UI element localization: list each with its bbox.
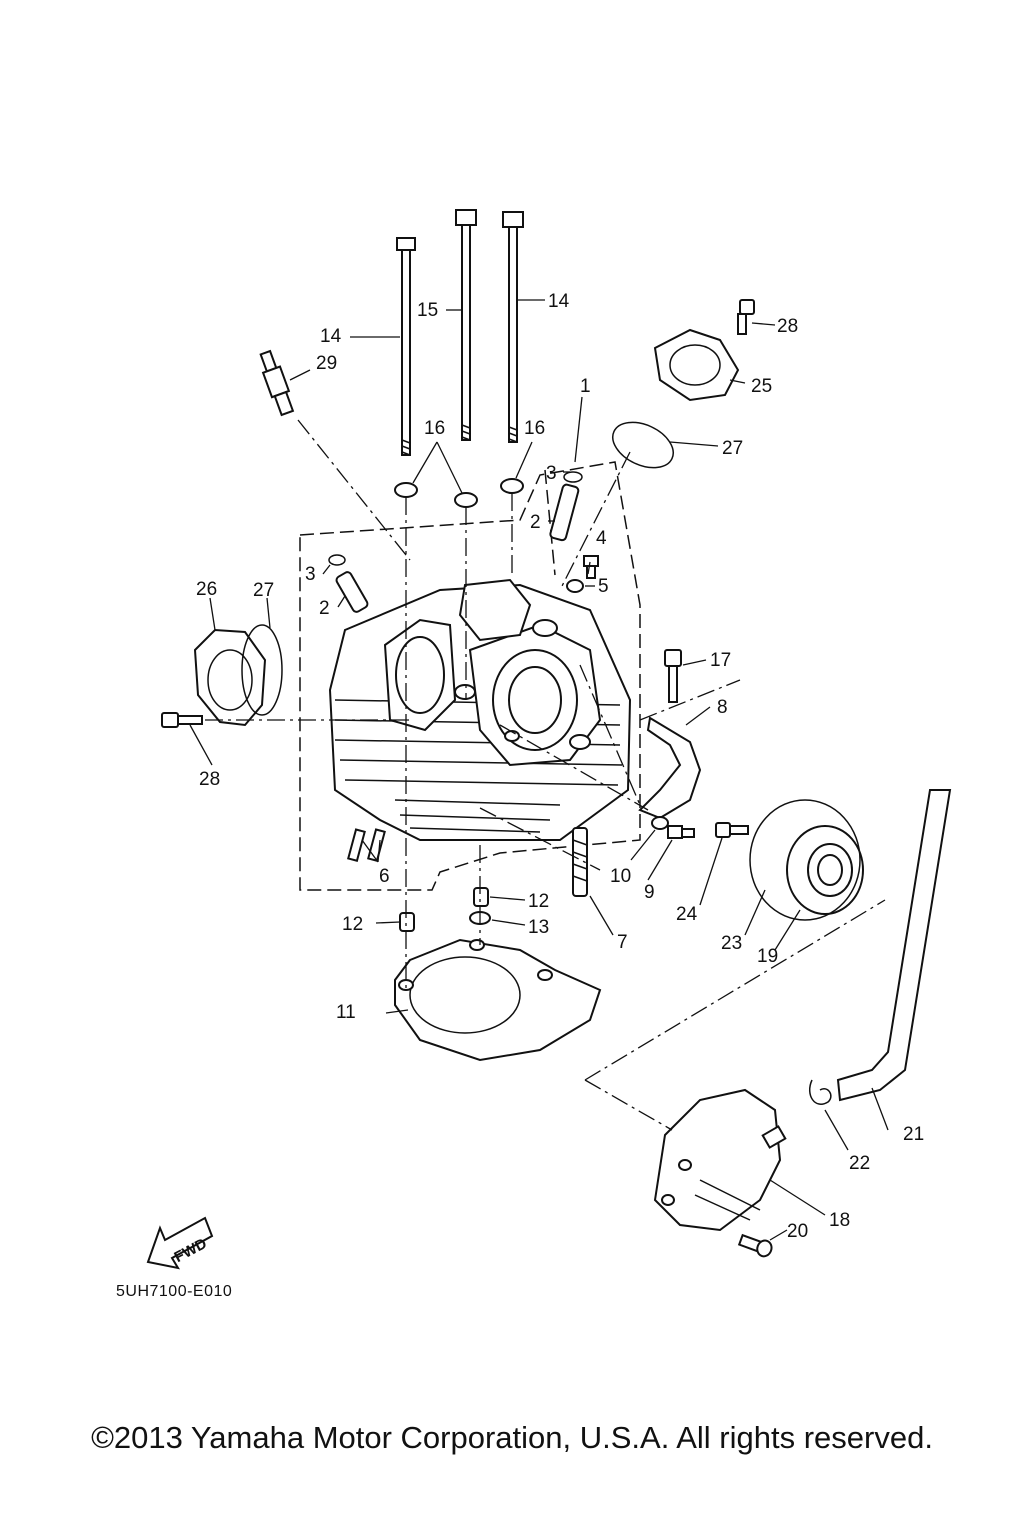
leader-lines [189, 299, 889, 1241]
head-bolt-14-right [502, 211, 524, 443]
callout-4: 4 [596, 528, 607, 549]
callout-28-upper: 28 [777, 316, 798, 337]
callout-11: 11 [336, 1002, 356, 1023]
stud-bolts-6 [347, 828, 386, 863]
callout-17: 17 [710, 650, 731, 671]
alignment-lines [205, 419, 886, 1131]
assembly-boundary [299, 461, 641, 891]
callout-numbers: 1 2 2 3 3 4 5 6 7 8 9 10 11 12 12 13 14 … [196, 291, 924, 1242]
fwd-arrow-icon: FWD [146, 1216, 214, 1270]
bolt-9 [667, 825, 695, 839]
callout-13: 13 [528, 917, 549, 938]
callout-16-right: 16 [524, 418, 545, 439]
callout-3-upper: 3 [546, 463, 557, 484]
callout-29: 29 [316, 353, 337, 374]
copyright-notice: ©2013 Yamaha Motor Corporation, U.S.A. A… [91, 1420, 933, 1455]
callout-22: 22 [849, 1153, 870, 1174]
callout-7: 7 [617, 932, 628, 953]
callout-23: 23 [721, 933, 742, 954]
dowel-pin-12-right [473, 887, 489, 907]
callout-8: 8 [717, 697, 728, 718]
bolt-20 [737, 1233, 773, 1258]
callout-20: 20 [787, 1221, 808, 1242]
callout-27-upper: 27 [722, 438, 743, 459]
spark-plug-29 [259, 349, 295, 417]
washer-5 [566, 579, 584, 593]
callout-28-lower: 28 [199, 769, 220, 790]
callout-24: 24 [676, 904, 698, 925]
breather-pipe-21 [836, 789, 952, 1102]
callout-16-left: 16 [424, 418, 445, 439]
callout-12-right: 12 [528, 891, 549, 912]
cylinder-head [328, 578, 632, 841]
callout-21: 21 [903, 1124, 924, 1145]
washer-16-center [454, 492, 478, 508]
callout-15: 15 [417, 300, 438, 321]
callout-18: 18 [829, 1210, 850, 1231]
callout-26: 26 [196, 579, 217, 600]
callout-14-right: 14 [548, 291, 570, 312]
hose-clip-22 [808, 1079, 832, 1105]
stud-7 [572, 827, 588, 897]
callout-25: 25 [751, 376, 772, 397]
callout-12-left: 12 [342, 914, 363, 935]
diagram-code: 5UH7100-E010 [116, 1283, 233, 1300]
valve-guide-2-lower [335, 571, 369, 613]
callout-27-lower: 27 [253, 580, 274, 601]
washer-16-left [394, 482, 418, 498]
callout-2-upper: 2 [530, 512, 541, 533]
cover-25 [653, 328, 740, 402]
callout-6: 6 [379, 866, 390, 887]
callout-3-lower: 3 [305, 564, 316, 585]
callout-9: 9 [644, 882, 655, 903]
o-ring-23 [749, 799, 861, 921]
bolt-17 [664, 649, 682, 703]
gasket-8 [638, 716, 702, 820]
head-bolt-14-left [396, 237, 416, 456]
cylinder-head-gasket-11 [394, 938, 602, 1062]
bolt-24 [715, 822, 749, 838]
callout-2-lower: 2 [319, 598, 330, 619]
washer-10 [651, 816, 669, 830]
bolt-28-upper [737, 299, 755, 335]
circlip-3-lower [328, 554, 346, 566]
gasket-27-upper [612, 421, 674, 469]
washer-16-right [500, 478, 524, 494]
plug-4 [583, 555, 599, 579]
bolt-28-lower [161, 712, 203, 728]
callout-1: 1 [580, 376, 591, 397]
cam-cover-19 [786, 825, 864, 915]
callout-5: 5 [598, 576, 609, 597]
circlip-3-upper [563, 471, 583, 483]
callout-14-left: 14 [320, 326, 342, 347]
callout-10: 10 [610, 866, 631, 887]
gasket-27-lower [241, 624, 283, 716]
valve-guide-2-upper [549, 483, 580, 542]
callout-19: 19 [757, 946, 778, 967]
side-cover-18 [653, 1088, 787, 1232]
cover-26 [193, 628, 267, 727]
dowel-pin-12-left [399, 912, 415, 932]
head-bolt-15-center [455, 209, 477, 441]
